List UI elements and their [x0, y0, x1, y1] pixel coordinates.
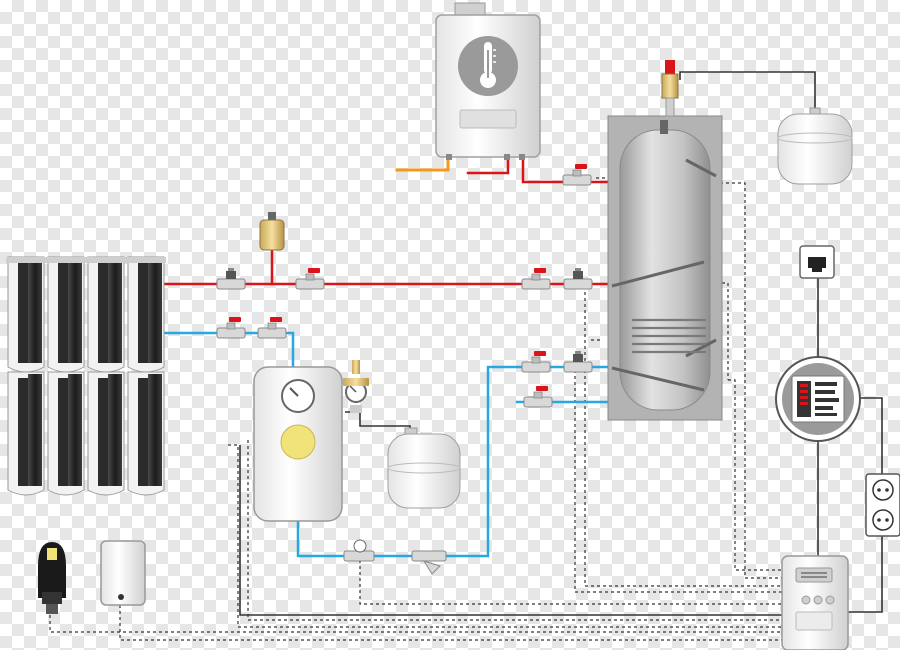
- water-tank-icon: [607, 115, 723, 421]
- power-socket-icon: [865, 473, 900, 537]
- solar-collector-tube: [47, 256, 85, 373]
- solar-collector-tube: [127, 371, 165, 496]
- air-vent: [259, 212, 285, 251]
- solar-return-pipe: [163, 331, 295, 370]
- solar-panel-icon: [6, 256, 166, 496]
- flow-meter: [343, 539, 375, 562]
- gas-boiler: [435, 2, 541, 160]
- ethernet-jack-icon: [799, 245, 835, 279]
- thermometer-icon: [480, 42, 496, 88]
- expansion-vessel-icon: [387, 427, 461, 509]
- gauge-icon: [253, 366, 343, 522]
- collector-header: [6, 257, 166, 263]
- pipework: [163, 156, 610, 558]
- strainer-filter: [411, 550, 447, 575]
- room-thermostat-icon: [100, 540, 146, 606]
- solar-collector-tube: [127, 256, 165, 373]
- gas-supply-pipe: [395, 156, 450, 172]
- controller-icon: [781, 555, 849, 650]
- controller-display-icon: [775, 356, 861, 442]
- pressure-gauge: [343, 360, 369, 413]
- solar-collector-tube: [7, 256, 45, 373]
- heat-exchanger-coil: [632, 318, 706, 354]
- solar-collector-tube: [7, 371, 45, 496]
- solar-collector-tube: [87, 371, 125, 496]
- solar-collector-tube: [47, 371, 85, 496]
- solar-collector-tube: [87, 256, 125, 373]
- expansion-vessel-icon: [777, 107, 853, 185]
- outdoor-sensor-icon: [38, 542, 66, 614]
- sensor-wiring: [49, 177, 790, 641]
- safety-valve: [661, 60, 679, 117]
